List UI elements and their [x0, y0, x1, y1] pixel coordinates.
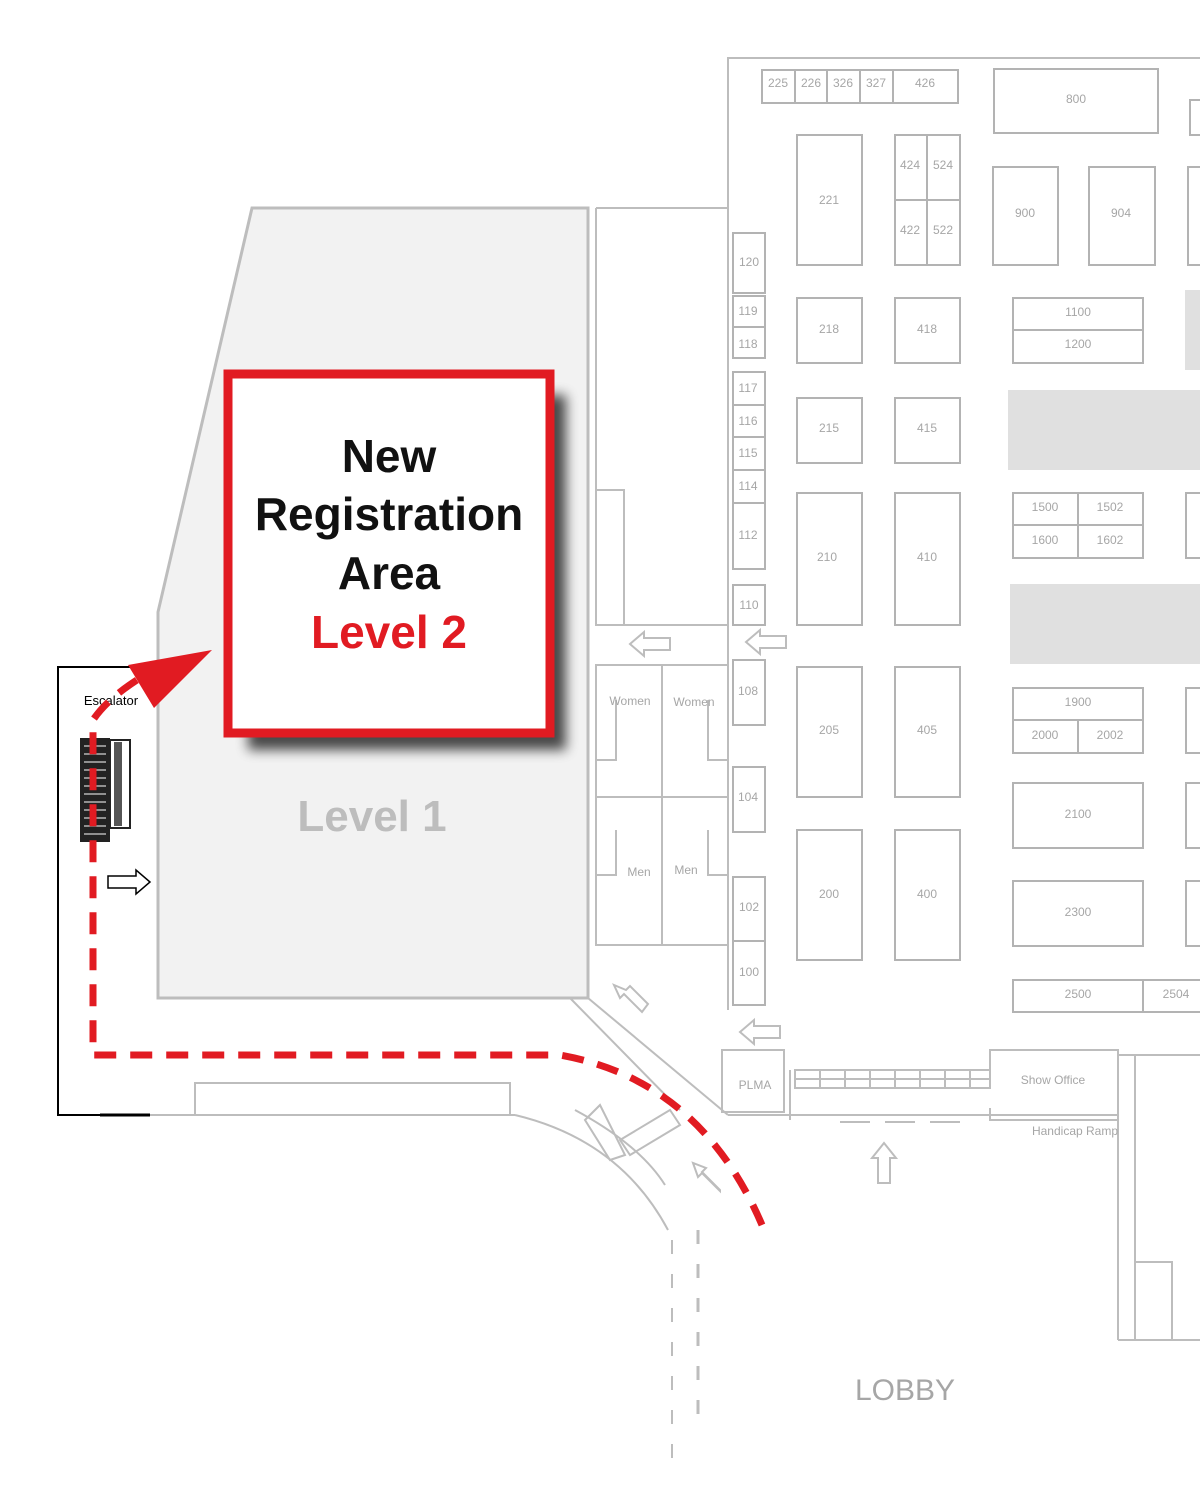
- arrow-up-left-icon: [612, 983, 650, 1014]
- booth-1600: 1600: [1032, 533, 1059, 547]
- booth-415: 415: [917, 421, 937, 435]
- arrow-up-icon: [869, 1141, 899, 1184]
- booth-2002: 2002: [1097, 728, 1124, 742]
- booth-218: 218: [819, 322, 839, 336]
- booth-800: 800: [1066, 92, 1086, 106]
- booth-100: 100: [739, 965, 759, 979]
- booth-112: 112: [738, 528, 757, 542]
- booth-522: 522: [933, 223, 953, 237]
- booth-226: 226: [801, 76, 821, 90]
- booth-102: 102: [739, 900, 759, 914]
- booth-1900: 1900: [1065, 695, 1092, 709]
- registration-title-line3: Area: [338, 547, 441, 599]
- booth-327: 327: [866, 76, 886, 90]
- booth-120: 120: [739, 255, 759, 269]
- booth-115: 115: [738, 446, 757, 460]
- booth-1200: 1200: [1065, 337, 1092, 351]
- exhibit-hall-walls: [150, 57, 1200, 1470]
- booth-424: 424: [900, 158, 920, 172]
- escalator-area: Escalator: [57, 666, 158, 1117]
- arrow-left-icon: [744, 627, 787, 657]
- handicap-ramp-label: Handicap Ramp: [1032, 1124, 1118, 1138]
- registration-title-line2: Registration: [255, 488, 523, 540]
- registration-level2-label: Level 2: [311, 606, 467, 658]
- booth-904: 904: [1111, 206, 1131, 220]
- registration-area-box: [223, 369, 555, 738]
- booth-117: 117: [738, 381, 757, 395]
- booth-900: 900: [1015, 206, 1035, 220]
- booth-225: 225: [768, 76, 788, 90]
- booth-118: 118: [738, 337, 757, 351]
- restroom-men-label: Men: [627, 865, 650, 879]
- direction-arrows: [612, 627, 899, 1194]
- registration-title-line1: New: [342, 430, 437, 482]
- escalator-label: Escalator: [84, 693, 139, 708]
- booth-524: 524: [933, 158, 953, 172]
- booth-108: 108: [738, 684, 758, 698]
- booth-426: 426: [915, 76, 935, 90]
- booth-104: 104: [738, 790, 758, 804]
- booth-200: 200: [819, 887, 839, 901]
- booth-400: 400: [917, 887, 937, 901]
- arrow-up-left-icon: [691, 1161, 721, 1194]
- route-arrow-icon: [128, 650, 212, 708]
- arrow-left-icon: [738, 1017, 781, 1047]
- booth-119: 119: [738, 304, 757, 318]
- booth-1602: 1602: [1097, 533, 1124, 547]
- booth-2500: 2500: [1065, 987, 1092, 1001]
- booth-405: 405: [917, 723, 937, 737]
- route-path: [89, 668, 766, 1227]
- booth-110: 110: [739, 598, 758, 612]
- plma-label: PLMA: [739, 1078, 772, 1092]
- booth-2000: 2000: [1032, 728, 1059, 742]
- booth-326: 326: [833, 76, 853, 90]
- booth-422: 422: [900, 223, 920, 237]
- lobby-label: LOBBY: [855, 1374, 955, 1407]
- booth-116: 116: [738, 414, 757, 428]
- booth-205: 205: [819, 723, 839, 737]
- escalator-icon: [80, 738, 131, 842]
- booth-215: 215: [819, 421, 839, 435]
- booth-410: 410: [917, 550, 937, 564]
- booth-114: 114: [738, 479, 757, 493]
- booth-2100: 2100: [1065, 807, 1092, 821]
- booth-1100: 1100: [1065, 305, 1091, 319]
- booth-2504: 2504: [1163, 987, 1190, 1001]
- booth-210: 210: [817, 550, 837, 564]
- level1-label: Level 1: [297, 792, 446, 841]
- arrow-left-icon: [628, 629, 671, 659]
- restroom-women-label: Women: [609, 694, 650, 708]
- booth-2300: 2300: [1065, 905, 1092, 919]
- restroom-men-label: Men: [674, 863, 697, 877]
- booth-221: 221: [819, 193, 839, 207]
- restroom-women-label: Women: [673, 695, 714, 709]
- arrow-right-icon: [107, 868, 152, 896]
- booth-1502: 1502: [1097, 500, 1124, 514]
- show-office-label: Show Office: [1021, 1073, 1086, 1087]
- booth-1500: 1500: [1032, 500, 1059, 514]
- booths: 225 226 326 327 426 800 221 424 524 422 …: [732, 68, 1200, 1013]
- booth-418: 418: [917, 322, 937, 336]
